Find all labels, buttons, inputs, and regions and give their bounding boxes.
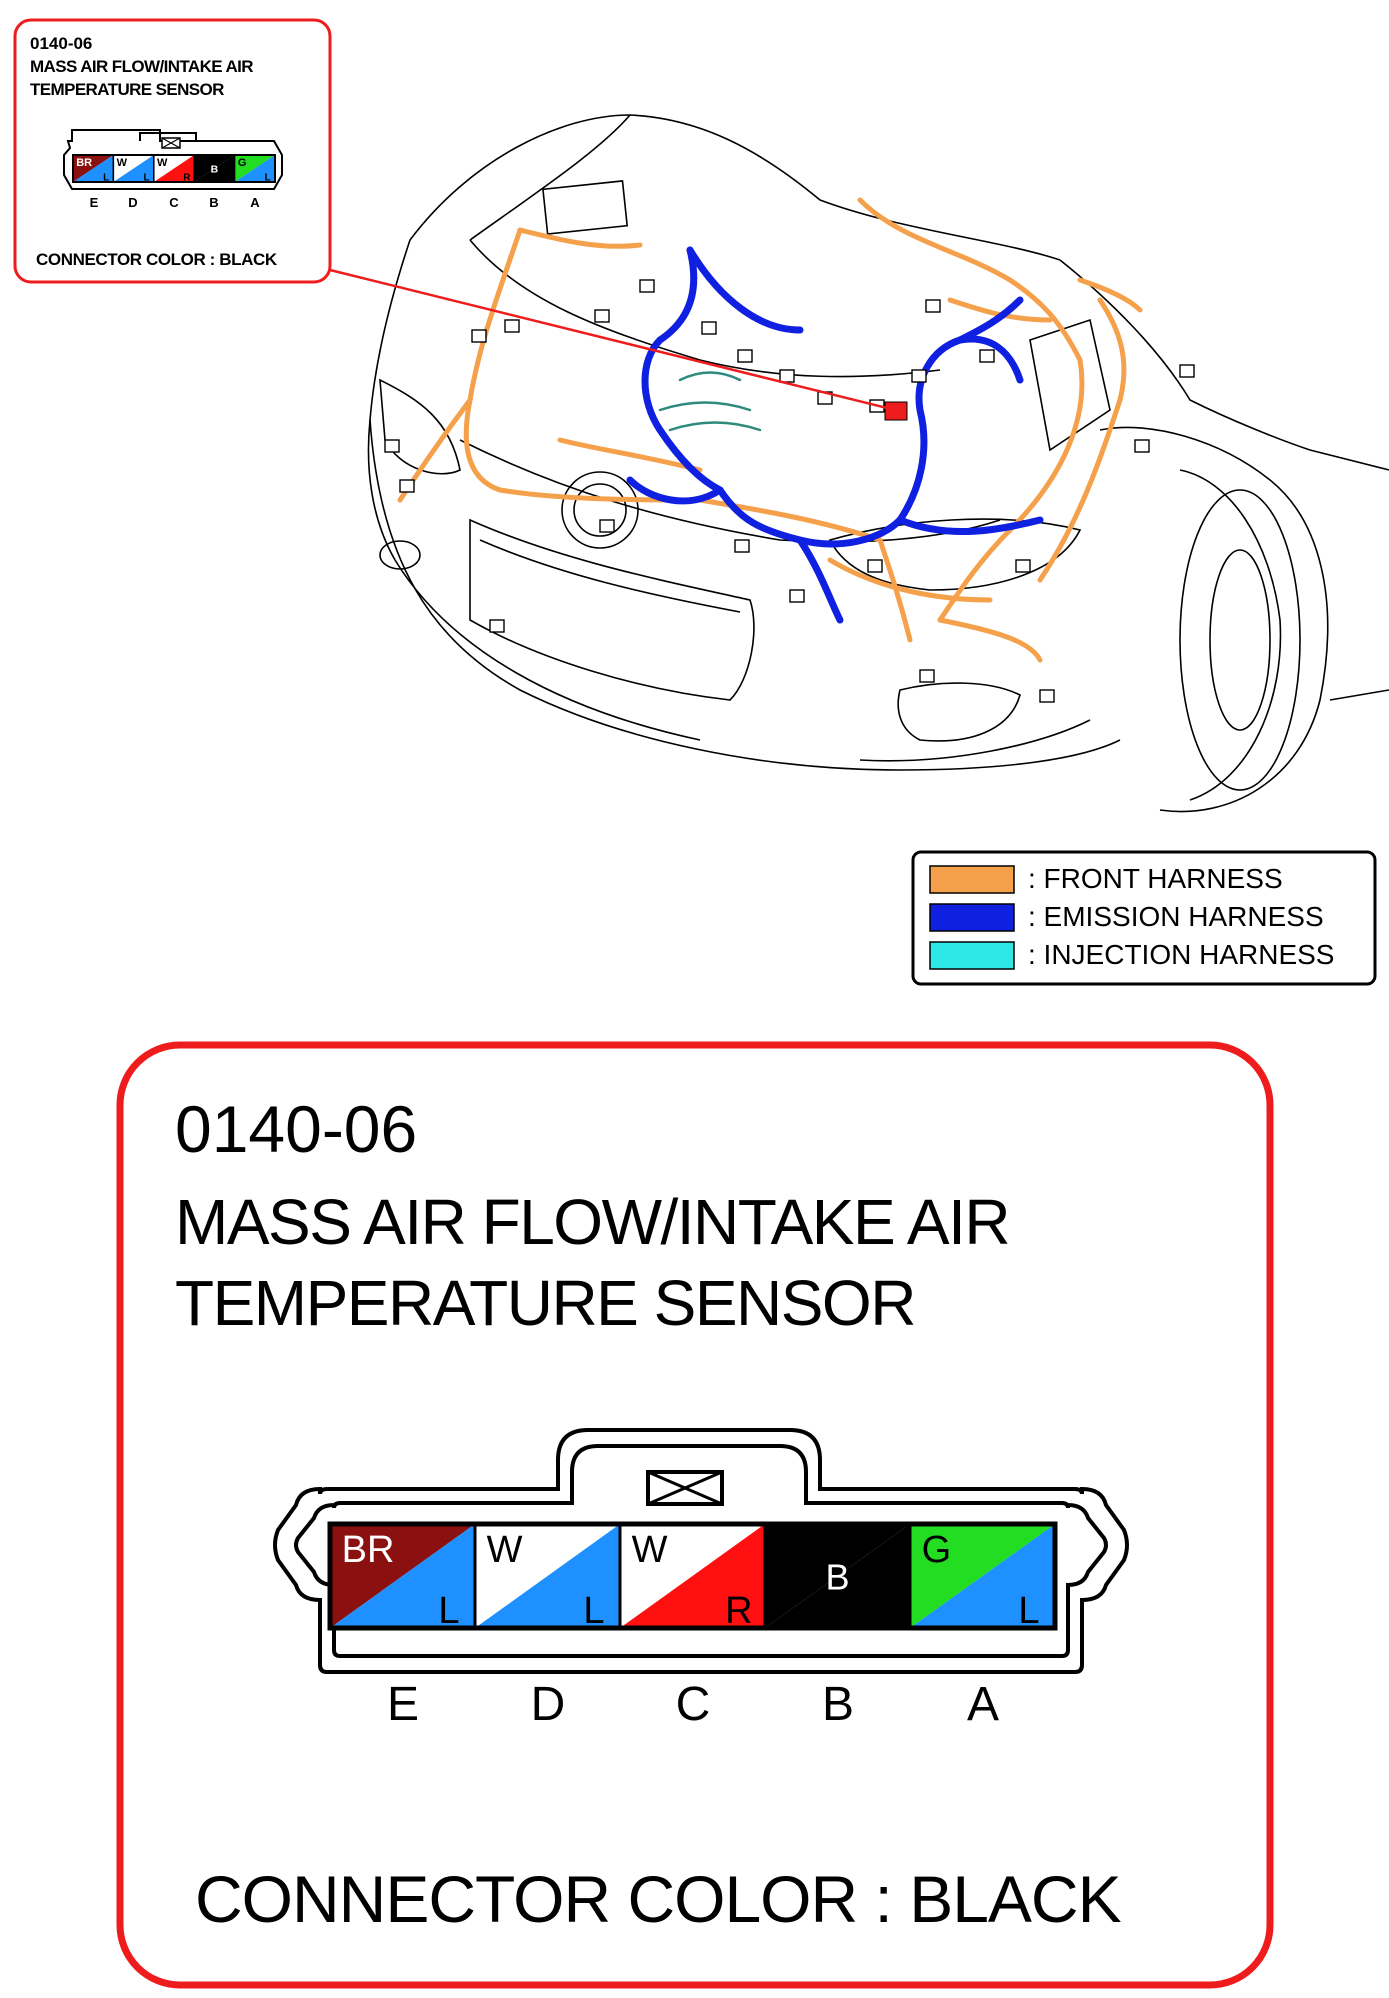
legend-label-emission-harness: : EMISSION HARNESS [1028,901,1324,932]
large-pin-a-bottom-label: L [1018,1590,1039,1632]
large-pin-letter-c: C [676,1678,711,1731]
small-pin-letter-e: E [90,195,99,210]
large-callout-title-line2: TEMPERATURE SENSOR [175,1267,915,1339]
injection-harness-wiring [658,371,762,432]
large-callout-code: 0140-06 [175,1092,417,1166]
small-pin-letter-d: D [128,195,137,210]
legend-swatch-emission-harness [929,903,1015,932]
legend-swatch-front-harness [929,865,1015,894]
small-pin-letter-c: C [169,195,179,210]
large-pin-b-label: B [825,1556,849,1597]
small-callout: 0140-06 MASS AIR FLOW/INTAKE AIR TEMPERA… [13,18,332,284]
small-pin-d-top-color [113,155,154,182]
large-pin-d-top-label: W [487,1529,523,1571]
large-pin-e-bottom-label: L [438,1590,459,1632]
large-pin-c-bottom-color [620,1524,765,1628]
small-pin-c-bottom-color [153,155,195,182]
small-callout-code: 0140-06 [30,34,92,53]
large-pin-d-bottom-color [475,1524,620,1628]
small-pin-c-bottom-label: R [183,173,191,184]
large-pin-letter-e: E [387,1678,419,1731]
small-pin-letter-a: A [250,195,260,210]
large-pin-letter-d: D [531,1678,566,1731]
legend-label-injection-harness: : INJECTION HARNESS [1028,939,1334,970]
small-pin-e-top-color [73,155,114,182]
small-callout-connector-color: CONNECTOR COLOR : BLACK [36,250,278,269]
large-pin-letter-a: A [967,1678,999,1731]
large-callout-title-line1: MASS AIR FLOW/INTAKE AIR [175,1186,1009,1258]
large-pin-e-top-label: BR [342,1529,395,1571]
small-pin-d-bottom-label: L [143,173,149,184]
small-pin-b-label: B [211,164,219,175]
large-pin-a-bottom-color [910,1524,1055,1628]
small-pin-a-bottom-color [234,155,275,182]
small-pin-b-bottom-color [194,155,235,182]
legend-swatch-injection-harness [929,941,1015,970]
large-pin-a-top-label: G [922,1529,952,1571]
small-pin-e-bottom-color [73,155,114,182]
small-pin-d-bottom-color [113,155,154,182]
small-pin-c-top-label: W [157,157,168,169]
large-pin-c-bottom-label: R [725,1590,752,1632]
callout-leader-line [329,268,896,412]
highlighted-sensor-connector [884,401,908,421]
small-pin-d-top-label: W [117,157,128,169]
small-pin-e-bottom-label: L [103,173,109,184]
legend-label-front-harness: : FRONT HARNESS [1028,863,1283,894]
small-pin-a-top-label: G [238,157,247,169]
small-pin-e-top-label: BR [76,157,92,169]
large-pin-letter-b: B [822,1678,854,1731]
harness-legend: : FRONT HARNESS : EMISSION HARNESS : INJ… [911,850,1377,986]
small-pin-a-bottom-label: L [265,173,271,184]
front-harness-wiring [397,197,1143,663]
small-pin-b-top-color [194,155,235,182]
small-callout-title-line1: MASS AIR FLOW/INTAKE AIR [30,57,253,76]
small-pin-letter-b: B [209,195,218,210]
large-callout: 0140-06 MASS AIR FLOW/INTAKE AIR TEMPERA… [116,1041,1274,1989]
large-pin-d-bottom-label: L [583,1590,604,1632]
large-callout-connector-color: CONNECTOR COLOR : BLACK [195,1862,1122,1936]
harness-connectors [384,279,1195,703]
large-pin-e-bottom-color [330,1524,475,1628]
large-pin-b-bottom-color [765,1524,910,1628]
car-illustration [367,114,1389,813]
small-callout-title-line2: TEMPERATURE SENSOR [30,80,224,99]
large-pin-c-top-label: W [632,1529,668,1571]
